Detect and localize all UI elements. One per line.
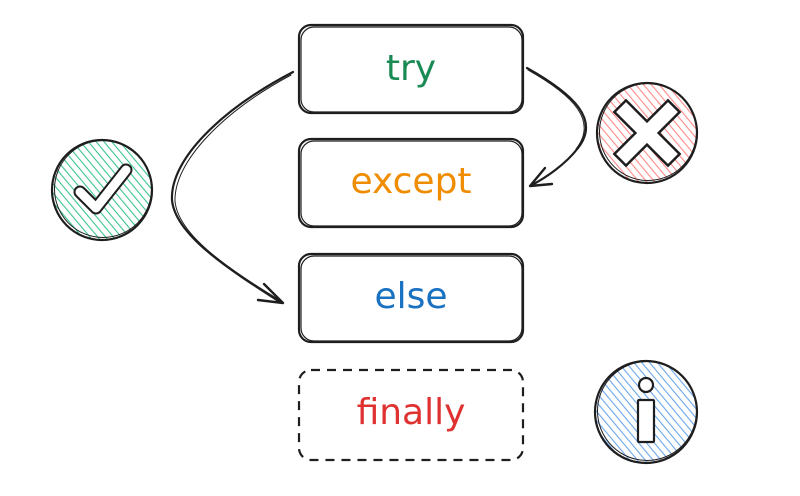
info-badge: [593, 359, 699, 465]
except-block: except: [297, 137, 525, 229]
else-block: else: [297, 252, 525, 344]
finally-label: finally: [357, 392, 466, 433]
arrow-try-to-except: [525, 66, 588, 188]
info-icon: [636, 376, 656, 444]
except-label: except: [350, 161, 471, 202]
failure-badge: [595, 81, 699, 185]
arrow-try-to-else: [170, 70, 295, 305]
checkmark-icon: [73, 163, 133, 215]
try-label: try: [386, 48, 436, 89]
else-label: else: [374, 276, 447, 317]
try-block: try: [297, 23, 525, 115]
finally-block: finally: [297, 368, 525, 462]
success-badge: [50, 138, 154, 242]
x-mark-icon: [612, 98, 682, 168]
